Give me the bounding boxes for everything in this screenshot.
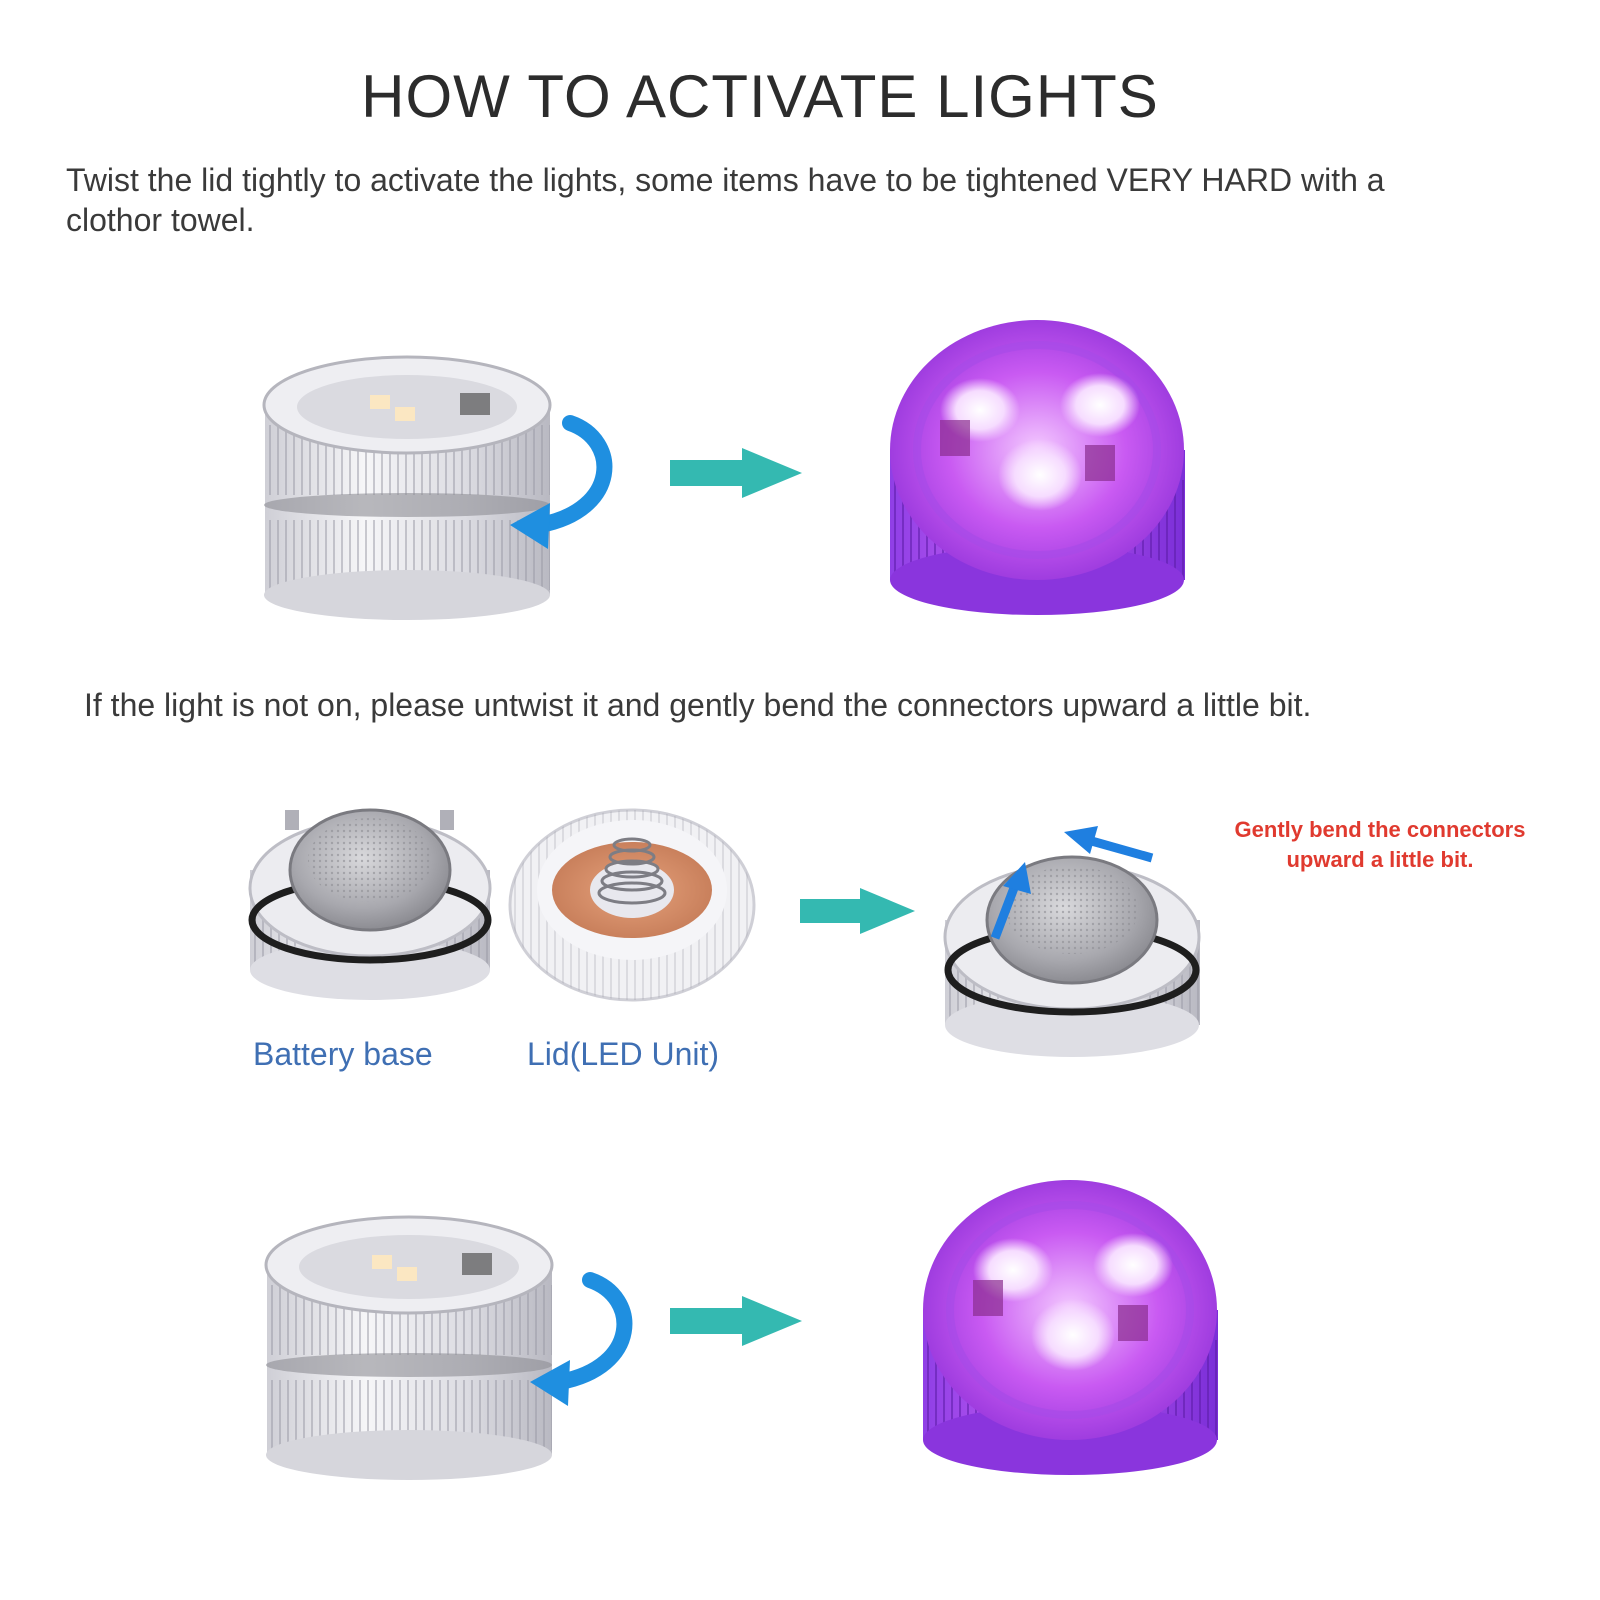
right-arrow-icon (670, 448, 802, 498)
right-arrow-icon (670, 1296, 802, 1346)
bend-arrow-icon (990, 862, 1031, 940)
clear-light-off-image (264, 1215, 554, 1480)
lid-caption: Lid(LED Unit) (527, 1036, 720, 1072)
right-arrow-icon (800, 888, 915, 934)
battery-base-caption: Battery base (253, 1036, 433, 1072)
lid-led-unit-image (508, 808, 756, 1002)
bend-arrow-icon (1064, 826, 1154, 863)
clear-light-off-image (262, 355, 552, 620)
rotate-arrow-icon (510, 415, 613, 549)
rotate-arrow-icon (530, 1272, 633, 1406)
note-line-1: Gently bend the connectors (1234, 817, 1526, 842)
instruction-step-2: If the light is not on, please untwist i… (84, 687, 1312, 723)
purple-light-on-image (923, 1180, 1218, 1475)
note-line-2: upward a little bit. (1286, 847, 1474, 872)
purple-light-on-image (890, 320, 1185, 615)
battery-base-image (248, 808, 492, 1000)
page-title: HOW TO ACTIVATE LIGHTS (361, 63, 1159, 130)
bend-connectors-note: Gently bend the connectors upward a litt… (1230, 815, 1530, 875)
instruction-step-1: Twist the lid tightly to activate the li… (66, 162, 1385, 238)
